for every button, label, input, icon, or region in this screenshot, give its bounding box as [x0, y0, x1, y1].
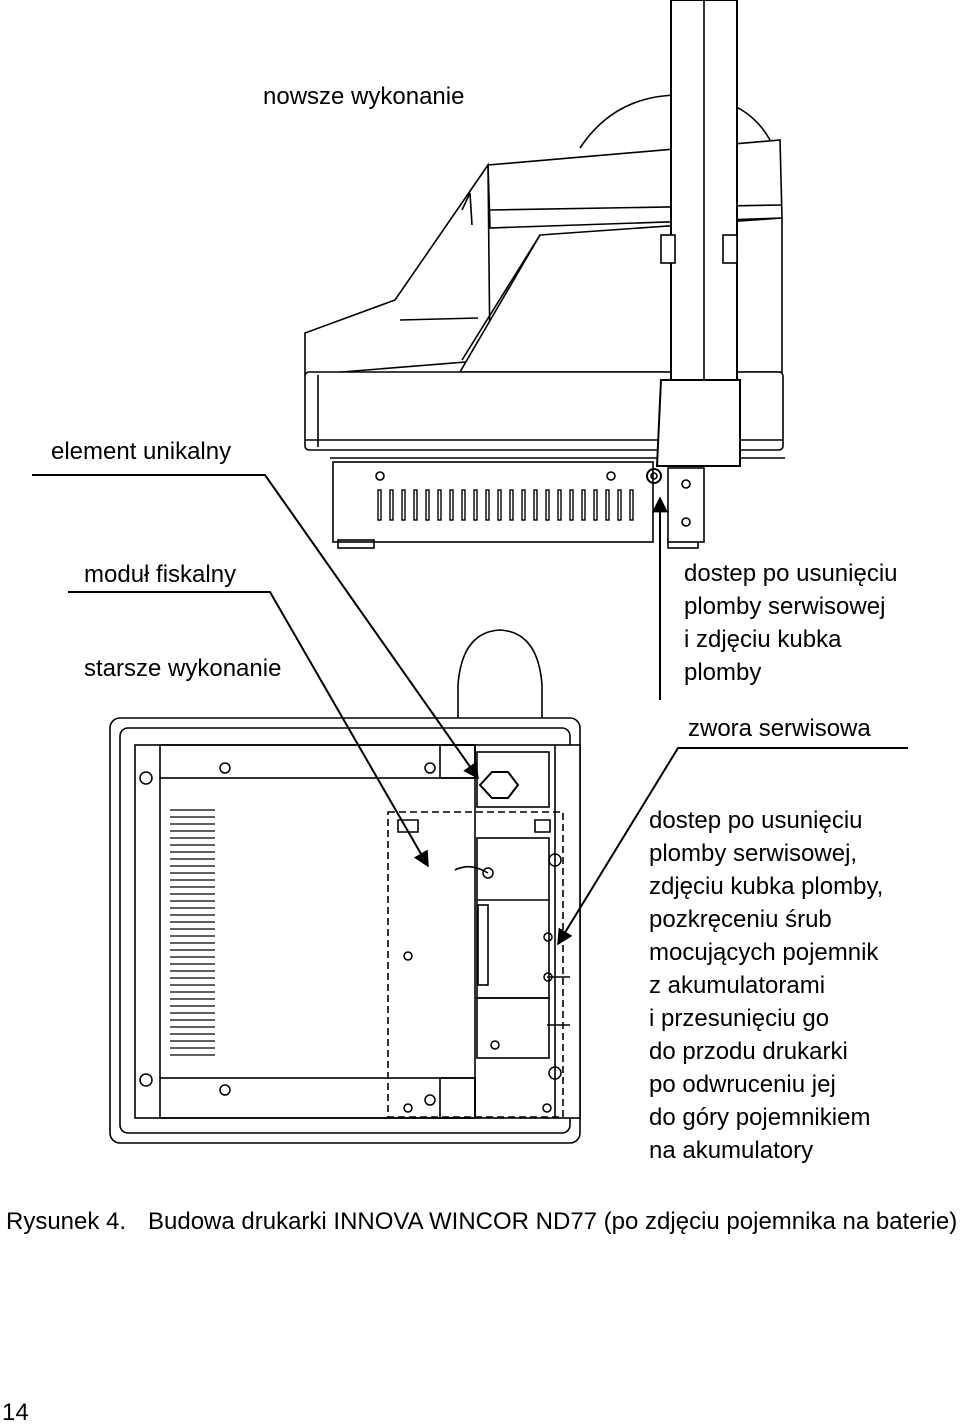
- label-access-after-seal: dostep po usunięciu plomby serwisowej i …: [684, 560, 898, 686]
- label-unique-element: element unikalny: [51, 438, 232, 465]
- printer-bottom-view: [109, 629, 581, 1144]
- label-older-version: starsze wykonanie: [84, 655, 282, 682]
- label-access-full: dostep po usunięciu plomby serwisowej, z…: [649, 807, 884, 1164]
- figure-caption-prefix: Rysunek 4.: [6, 1208, 127, 1235]
- label-service-jumper: zwora serwisowa: [688, 715, 871, 742]
- label-fiscal-module: moduł fiskalny: [84, 561, 237, 588]
- page-number: 14: [2, 1399, 29, 1426]
- leader-lines: [32, 474, 908, 946]
- figure-caption-text: Budowa drukarki INNOVA WINCOR ND77 (po z…: [148, 1208, 958, 1235]
- bottom-vent-slots: [170, 809, 215, 1056]
- vent-slots: [377, 489, 634, 521]
- label-newer-version: nowsze wykonanie: [263, 83, 465, 110]
- printer-side-view: [304, 0, 785, 549]
